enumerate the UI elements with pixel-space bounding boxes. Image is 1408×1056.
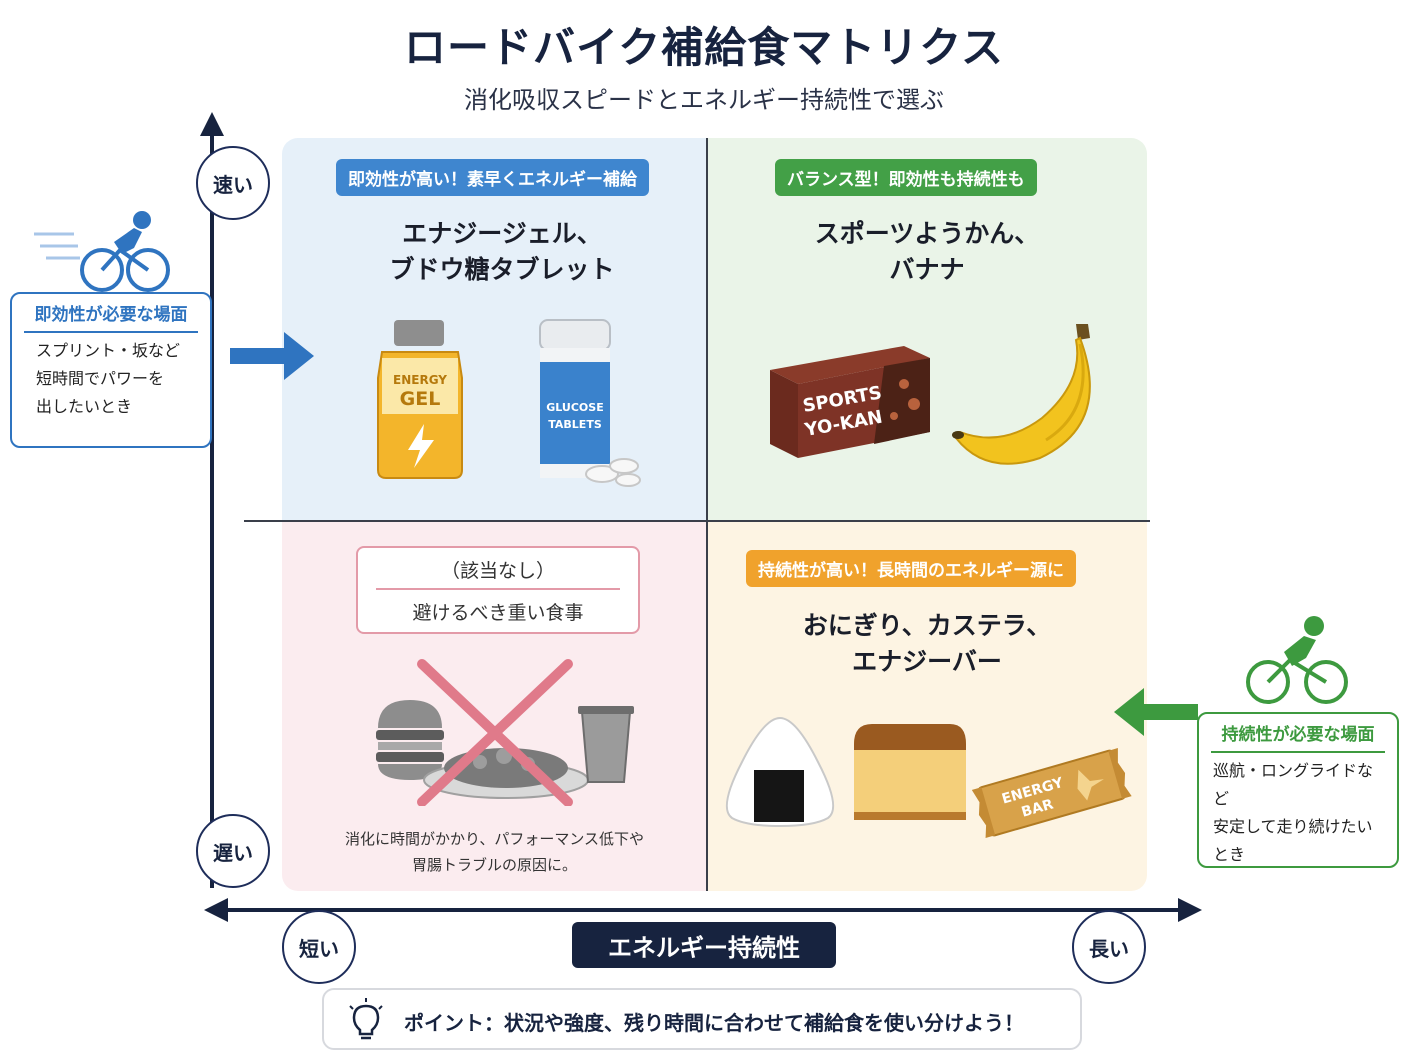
quick-scenario-line3: 出したいとき: [36, 397, 133, 416]
sports-yokan-illustration: SPORTS YO-KAN: [770, 346, 930, 458]
x-axis-title: エネルギー持続性: [572, 922, 836, 968]
sustained-scenario-body: 巡航・ロングライドなど 安定して走り続けたい とき: [1199, 753, 1397, 873]
energy-gel-illustration: ENERGY GEL: [377, 320, 463, 479]
avoid-note-line1: 消化に時間がかかり、パフォーマンス低下や: [344, 830, 645, 848]
food-balanced: スポーツようかん、 バナナ: [707, 216, 1147, 288]
food-quick-line2: ブドウ糖タブレット: [389, 255, 615, 284]
cyclist-icon: [1246, 616, 1348, 704]
food-balanced-line1: スポーツようかん、: [814, 219, 1040, 248]
x-axis-long-label: 長い: [1072, 910, 1146, 984]
badge-quick: 即効性が高い！素早くエネルギー補給: [336, 159, 649, 196]
tip-text: ポイント：状況や強度、残り時間に合わせて補給食を使い分けよう！: [404, 1011, 1024, 1035]
avoid-title: （該当なし）: [440, 560, 555, 582]
sustained-scenario-heading: 持続性が必要な場面: [1211, 714, 1385, 753]
banana-illustration: [952, 324, 1091, 465]
x-axis-arrowhead-left: [204, 898, 228, 922]
y-axis-arrowhead: [200, 112, 224, 136]
food-quick: エナジージェル、 ブドウ糖タブレット: [282, 216, 722, 288]
avoid-note: 消化に時間がかかり、パフォーマンス低下や 胃腸トラブルの原因に。: [282, 826, 707, 878]
gel-label-1: ENERGY: [393, 373, 447, 387]
tip-box: ポイント：状況や強度、残り時間に合わせて補給食を使い分けよう！: [322, 988, 1082, 1050]
onigiri-illustration: [725, 716, 835, 828]
sustained-scenario-box: 持続性が必要な場面 巡航・ロングライドなど 安定して走り続けたい とき: [1197, 712, 1399, 868]
x-axis-short-label: 短い: [282, 910, 356, 984]
sustained-scenario-line1: 巡航・ロングライドなど: [1213, 761, 1374, 808]
y-axis-fast-label: 速い: [196, 146, 270, 220]
sustained-scenario-line3: とき: [1213, 845, 1246, 864]
quadrant-top-left: [282, 138, 707, 521]
lightbulb-icon: [349, 998, 383, 1040]
page-subtitle: 消化吸収スピードとエネルギー持続性で選ぶ: [464, 86, 944, 114]
avoid-note-line2: 胃腸トラブルの原因に。: [411, 856, 577, 874]
quick-scenario-line2: 短時間でパワーを: [36, 369, 165, 388]
page-title: ロードバイク補給食マトリクス: [404, 23, 1004, 72]
avoid-box-divider: [376, 588, 620, 590]
avoid-box: （該当なし） 避けるべき重い食事: [356, 546, 640, 634]
arrow-right-icon: [230, 332, 314, 380]
quadrant-top-right: [707, 138, 1147, 521]
cross-icon: [417, 659, 573, 806]
quick-scenario-line1: スプリント・坂など: [36, 341, 181, 360]
arrow-left-icon: [1114, 688, 1198, 736]
gel-label-2: GEL: [400, 388, 441, 410]
badge-balanced: バランス型！即効性も持続性も: [775, 159, 1037, 196]
tablets-label-2: TABLETS: [548, 418, 602, 431]
food-quick-line1: エナジージェル、: [402, 219, 602, 248]
avoid-subtitle: 避けるべき重い食事: [412, 602, 584, 624]
castella-illustration: [854, 724, 966, 820]
y-axis-slow-label: 遅い: [196, 814, 270, 888]
heavy-meal-illustration: [376, 659, 634, 806]
badge-sustained: 持続性が高い！長時間のエネルギー源に: [746, 550, 1076, 587]
food-sustained-line2: エナジーバー: [852, 647, 1002, 676]
sustained-scenario-line2: 安定して走り続けたい: [1213, 817, 1373, 836]
tablets-label-1: GLUCOSE: [546, 401, 603, 414]
food-balanced-line2: バナナ: [889, 255, 965, 284]
glucose-tablets-illustration: GLUCOSE TABLETS: [539, 319, 641, 487]
x-axis-arrowhead-right: [1178, 898, 1202, 922]
quick-scenario-body: スプリント・坂など 短時間でパワーを 出したいとき: [12, 333, 210, 425]
food-sustained: おにぎり、カステラ、 エナジーバー: [707, 608, 1147, 680]
energy-bar-illustration: ENERGY BAR: [972, 748, 1132, 839]
cyclist-icon: [34, 211, 170, 292]
quick-scenario-heading: 即効性が必要な場面: [24, 294, 198, 333]
quick-scenario-box: 即効性が必要な場面 スプリント・坂など 短時間でパワーを 出したいとき: [10, 292, 212, 448]
food-sustained-line1: おにぎり、カステラ、: [802, 611, 1052, 640]
